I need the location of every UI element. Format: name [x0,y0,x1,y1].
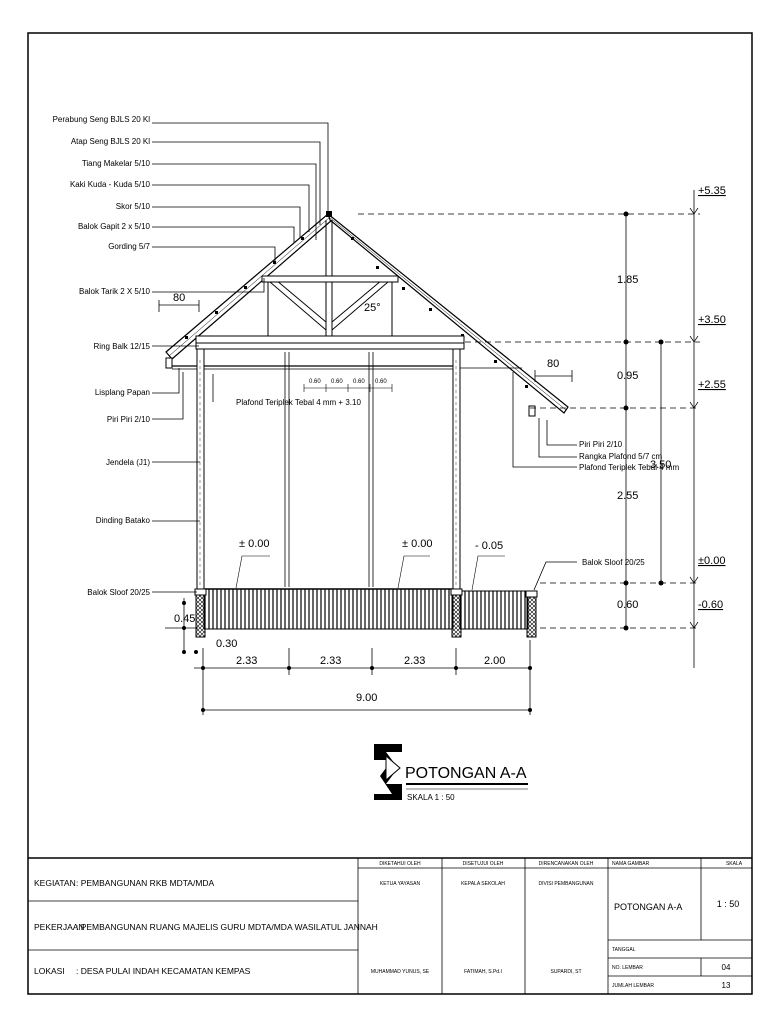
callout-lisplang: Lisplang Papan [95,388,150,397]
no-lembar-label: NO. LEMBAR [612,965,643,971]
span-2: 2.33 [320,655,341,667]
callout-balok-tarik: Balok Tarik 2 X 5/10 [79,287,151,296]
direncanakan-role: DIVISI PEMBANGUNAN [538,881,593,887]
lokasi-label: LOKASI [34,966,65,976]
callout-sloof-left: Balok Sloof 20/25 [87,588,150,597]
ridge-cap [326,211,332,217]
floor-level-marks [235,555,505,591]
plafond-spacing-3: 0.60 [353,379,365,385]
callout-jendela: Jendela (J1) [106,458,150,467]
tanggal-label: TANGGAL [612,947,636,953]
nama-gambar-header: NAMA GAMBAR [612,861,650,867]
pekerjaan-label: PEKERJAAN [34,922,85,932]
lokasi-value: : DESA PULAI INDAH KECAMATAN KEMPAS [76,966,251,976]
level-060: -0.60 [698,599,723,611]
level-000: ±0.00 [698,555,725,567]
vdim-4: 0.60 [617,599,638,611]
floor-slab-right [459,590,529,630]
level-255: +2.55 [698,379,726,391]
plafond-spacing-ticks [303,384,393,392]
plafond-spacing-2: 0.60 [331,379,343,385]
roof-angle-label: 25° [364,302,381,314]
roof-right [326,212,569,414]
span-3: 2.33 [404,655,425,667]
callout-tiang-makelar: Tiang Makelar 5/10 [82,159,151,168]
jumlah-lembar-value: 13 [722,981,731,990]
disetujui-header: DISETUJUI OLEH [463,861,504,867]
callout-ring-balk: Ring Balk 12/15 [94,342,151,351]
disetujui-name: FATIMAH, S.Pd.I [464,969,502,975]
vdim-2: 0.95 [617,370,638,382]
wall-left [196,348,205,590]
no-lembar-value: 04 [722,963,731,972]
floor-level-1: ± 0.00 [239,538,270,550]
callout-leaders [152,122,577,593]
callout-atap: Atap Seng BJLS 20 Kl [71,137,150,146]
bottom-dim-nodes [182,601,532,712]
plafond-spacing-4: 0.60 [375,379,387,385]
callout-skor: Skor 5/10 [116,202,151,211]
level-triangles [689,207,699,629]
balok-gapit [261,275,399,283]
span-total: 9.00 [356,692,377,704]
skala-value: 1 : 50 [717,899,740,909]
vdim-1: 1.85 [617,274,638,286]
callout-perabung: Perabung Seng BJLS 20 Kl [53,115,151,124]
overhang-right-label: 80 [547,358,559,370]
kegiatan-value: : PEMBANGUNAN RKB MDTA/MDA [76,878,215,888]
floor-level-3: - 0.05 [475,540,503,552]
diketahui-role: KETUA YAYASAN [380,881,421,887]
sloof-width-label: 0.30 [216,638,237,650]
foundation-depth-label: 0.45 [174,613,195,625]
sheet-border [27,32,753,995]
ring-balk [195,342,465,350]
callout-piri-right: Piri Piri 2/10 [579,440,623,449]
kegiatan-label: KEGIATAN [34,878,76,888]
span-4: 2.00 [484,655,505,667]
direncanakan-header: DIRENCANAKAN OLEH [539,861,594,867]
balok-tarik [195,335,465,344]
vdim-total: 3.50 [650,459,671,471]
disetujui-role: KEPALA SEKOLAH [461,881,505,887]
nama-gambar-value: POTONGAN A-A [614,902,682,912]
callout-kaki-kuda: Kaki Kuda - Kuda 5/10 [70,180,151,189]
overhang-dims [158,300,573,382]
vertical-dim-nodes [623,211,664,631]
bottom-dim-lines [165,598,531,715]
plafond-spacing-1: 0.60 [309,379,321,385]
vdim-3: 2.55 [617,490,638,502]
direncanakan-name: SUPARDI, ST [550,969,581,975]
overhang-left-label: 80 [173,292,185,304]
callout-rangka-plafond: Rangka Plafond 5/7 cm [579,452,662,461]
section-marker-icon [374,744,402,800]
callout-dinding: Dinding Batako [96,516,151,525]
callout-plafond-right: Plafond Teriplek Tebal 4 mm [579,463,680,472]
skala-header: SKALA [726,861,743,867]
diketahui-header: DIKETAHUI OLEH [379,861,421,867]
building-section [165,211,569,638]
level-350: +3.50 [698,314,726,326]
callout-balok-gapit: Balok Gapit 2 x 5/10 [78,222,151,231]
jumlah-lembar-label: JUMLAH LEMBAR [612,983,654,989]
callout-gording: Gording 5/7 [108,242,150,251]
pekerjaan-value: : PEMBANGUNAN RUANG MAJELIS GURU MDTA/MD… [76,922,378,932]
section-title: POTONGAN A-A [405,765,527,782]
wall-mid [452,348,461,590]
level-535: +5.35 [698,185,726,197]
floor-level-2: ± 0.00 [402,538,433,550]
floor-slab [203,588,454,630]
section-scale: SKALA 1 : 50 [407,793,455,802]
span-1: 2.33 [236,655,257,667]
callout-plafond-inner: Plafond Teriplek Tebal 4 mm + 3.10 [236,398,361,407]
diketahui-name: MUHAMMAD YUNUS, SE [371,969,430,975]
callout-piri-left: Piri Piri 2/10 [107,415,151,424]
title-block [28,857,752,994]
callout-sloof-right: Balok Sloof 20/25 [582,558,645,567]
gording-marks [185,237,528,388]
